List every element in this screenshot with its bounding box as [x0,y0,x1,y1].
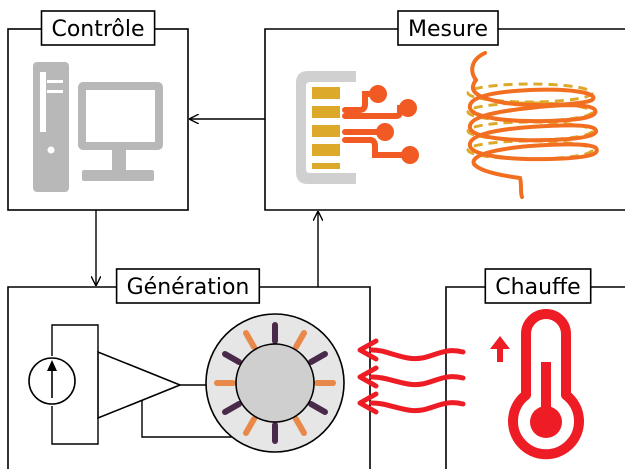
thermometer-icon [508,309,584,460]
desktop-computer-icon [33,62,163,192]
label-controle: Contrôle [40,10,156,46]
label-mesure-box [397,10,499,46]
heat-wave-icon [357,338,466,415]
label-generation-box [115,268,261,304]
label-mesure-text: Mesure [408,17,488,42]
sensor-chip-icon [296,71,419,184]
label-generation: Génération [115,268,261,304]
coil-icon [466,51,599,199]
label-chauffe-text: Chauffe [495,275,580,300]
arrow-up-icon [490,336,510,362]
current-source-icon [28,324,99,445]
label-generation-text: Génération [127,275,250,300]
label-mesure: Mesure [397,10,499,46]
label-chauffe-box [484,268,592,304]
stator-rotor-icon [205,313,345,453]
label-controle-text: Contrôle [51,17,144,42]
label-controle-box [40,10,156,46]
label-chauffe: Chauffe [484,268,592,304]
